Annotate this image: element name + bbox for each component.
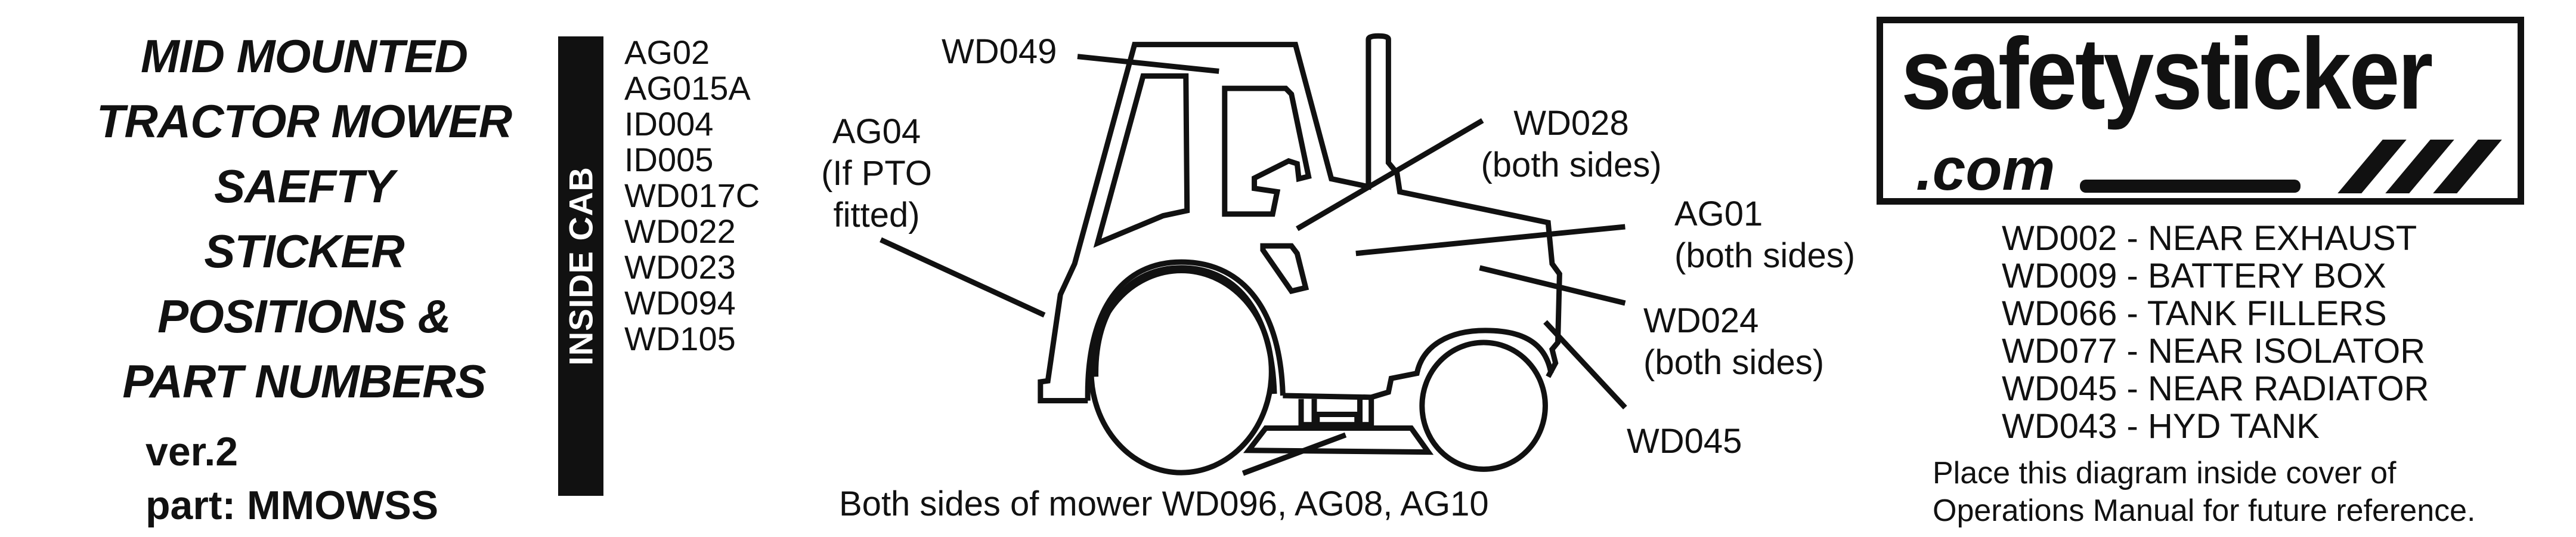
- note-line: Place this diagram inside cover of: [1933, 456, 2397, 490]
- leader-wd024: [1479, 268, 1625, 303]
- front-fender: [1283, 331, 1551, 397]
- cab-rear-window: [1097, 76, 1187, 243]
- version-info: ver.2 part: MMOWSS: [145, 425, 438, 532]
- rear-fender: [1088, 262, 1283, 400]
- leader-wd049: [1078, 57, 1219, 72]
- label-line: AG01: [1674, 195, 1763, 233]
- list-item: AG02: [624, 33, 710, 71]
- list-item: WD022: [624, 212, 736, 250]
- label-ag04: AG04 (If PTO fitted): [817, 111, 936, 236]
- version: ver.2: [145, 429, 239, 474]
- part-number: part: MMOWSS: [145, 483, 439, 528]
- label-line: (both sides): [1643, 343, 1825, 382]
- leader-wd028: [1297, 121, 1482, 229]
- title-line: POSITIONS &: [157, 290, 451, 342]
- tractor-body-outline: [1041, 36, 1560, 400]
- leader-ag01: [1356, 227, 1626, 254]
- label-line: (both sides): [1674, 236, 1856, 275]
- list-item: WD045 - NEAR RADIATOR: [2002, 369, 2429, 408]
- inside-cab-list: AG02 AG015A ID004 ID005 WD017C WD022 WD0…: [624, 35, 760, 357]
- label-line: WD028: [1513, 104, 1629, 143]
- title-line: SAEFTY: [214, 160, 395, 212]
- logo-underline: [2080, 180, 2301, 193]
- cab-door-window: [1225, 88, 1309, 214]
- leader-ag04: [881, 240, 1045, 315]
- document-title: MID MOUNTED TRACTOR MOWER SAEFTY STICKER…: [36, 24, 572, 414]
- list-item: AG015A: [624, 69, 751, 107]
- logo-suffix: .com: [1916, 136, 2055, 203]
- label-line: WD024: [1643, 301, 1759, 340]
- placement-note: Place this diagram inside cover of Opera…: [1933, 455, 2475, 530]
- label-wd045: WD045: [1627, 422, 1742, 461]
- title-line: PART NUMBERS: [122, 355, 486, 408]
- logo-wordmark: safetysticker: [1901, 17, 2433, 131]
- list-item: WD094: [624, 284, 736, 322]
- safetysticker-logo: safetysticker .com: [1877, 17, 2524, 205]
- leader-mower: [1243, 435, 1345, 473]
- inside-cab-label: INSIDE CAB: [562, 166, 600, 366]
- list-item: WD002 - NEAR EXHAUST: [2002, 219, 2417, 258]
- label-mower: Both sides of mower WD096, AG08, AG10: [839, 484, 1489, 523]
- label-wd028: WD028 (both sides): [1473, 103, 1670, 186]
- label-wd024: WD024 (both sides): [1643, 300, 1824, 384]
- location-list: WD002 - NEAR EXHAUST WD009 - BATTERY BOX…: [2002, 220, 2429, 445]
- label-line: fitted): [833, 196, 920, 234]
- list-item: WD009 - BATTERY BOX: [2002, 257, 2386, 295]
- mower-deck: [1249, 428, 1428, 452]
- label-line: AG04: [832, 112, 921, 151]
- list-item: WD043 - HYD TANK: [2002, 407, 2320, 446]
- list-item: ID004: [624, 105, 714, 143]
- label-line: (both sides): [1481, 146, 1662, 184]
- note-line: Operations Manual for future reference.: [1933, 493, 2476, 528]
- title-line: TRACTOR MOWER: [96, 95, 512, 147]
- leader-lines: [881, 57, 1625, 474]
- inside-cab-bar: INSIDE CAB: [558, 36, 603, 496]
- list-item: ID005: [624, 141, 714, 178]
- label-line: (If PTO: [821, 154, 932, 193]
- list-item: WD066 - TANK FILLERS: [2002, 294, 2387, 333]
- rear-wheel: [1091, 270, 1271, 473]
- front-wheel: [1422, 342, 1546, 469]
- list-item: WD023: [624, 248, 736, 286]
- leader-wd045: [1545, 322, 1625, 408]
- title-line: STICKER: [204, 225, 404, 277]
- title-line: MID MOUNTED: [141, 30, 468, 82]
- list-item: WD105: [624, 320, 736, 357]
- label-wd049: WD049: [942, 32, 1057, 71]
- list-item: WD017C: [624, 177, 760, 214]
- label-ag01: AG01 (both sides): [1674, 193, 1855, 277]
- headlight: [1263, 246, 1306, 291]
- list-item: WD077 - NEAR ISOLATOR: [2002, 332, 2426, 371]
- tractor-diagram: [775, 0, 1670, 537]
- mower-hanger: [1301, 399, 1371, 425]
